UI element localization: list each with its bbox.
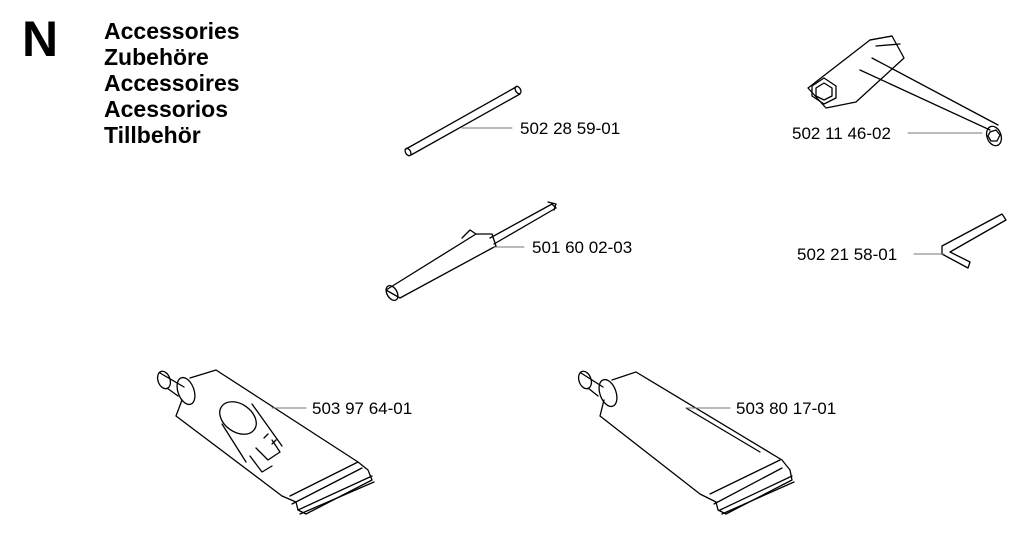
combination-wrench-drawing <box>807 35 1003 147</box>
title-german: Zubehöre <box>104 44 209 70</box>
screwdriver-drawing <box>385 201 557 302</box>
title-spanish: Acessorios <box>104 96 229 122</box>
grease-tube-with-oil-pump-drawing <box>156 369 375 515</box>
part-number-screwdriver: 501 60 02-03 <box>532 238 633 257</box>
part-number-grease-tube-with-oil-pump: 503 97 64-01 <box>312 399 413 418</box>
part-number-combination-wrench: 502 11 46-02 <box>792 124 891 143</box>
part-number-grease-tube: 503 80 17-01 <box>736 399 837 418</box>
part-number-pin: 502 28 59-01 <box>520 119 621 138</box>
section-letter: N <box>22 11 59 67</box>
pin-drawing <box>404 85 522 157</box>
grease-tube-drawing <box>577 370 795 515</box>
hex-key-drawing <box>941 213 1007 269</box>
title-block: Accessories Zubehöre Accessoires Acessor… <box>104 18 240 148</box>
title-english: Accessories <box>104 18 240 44</box>
title-swedish: Tillbehör <box>104 122 201 148</box>
title-french: Accessoires <box>104 70 240 96</box>
part-number-hex-key: 502 21 58-01 <box>797 245 898 264</box>
